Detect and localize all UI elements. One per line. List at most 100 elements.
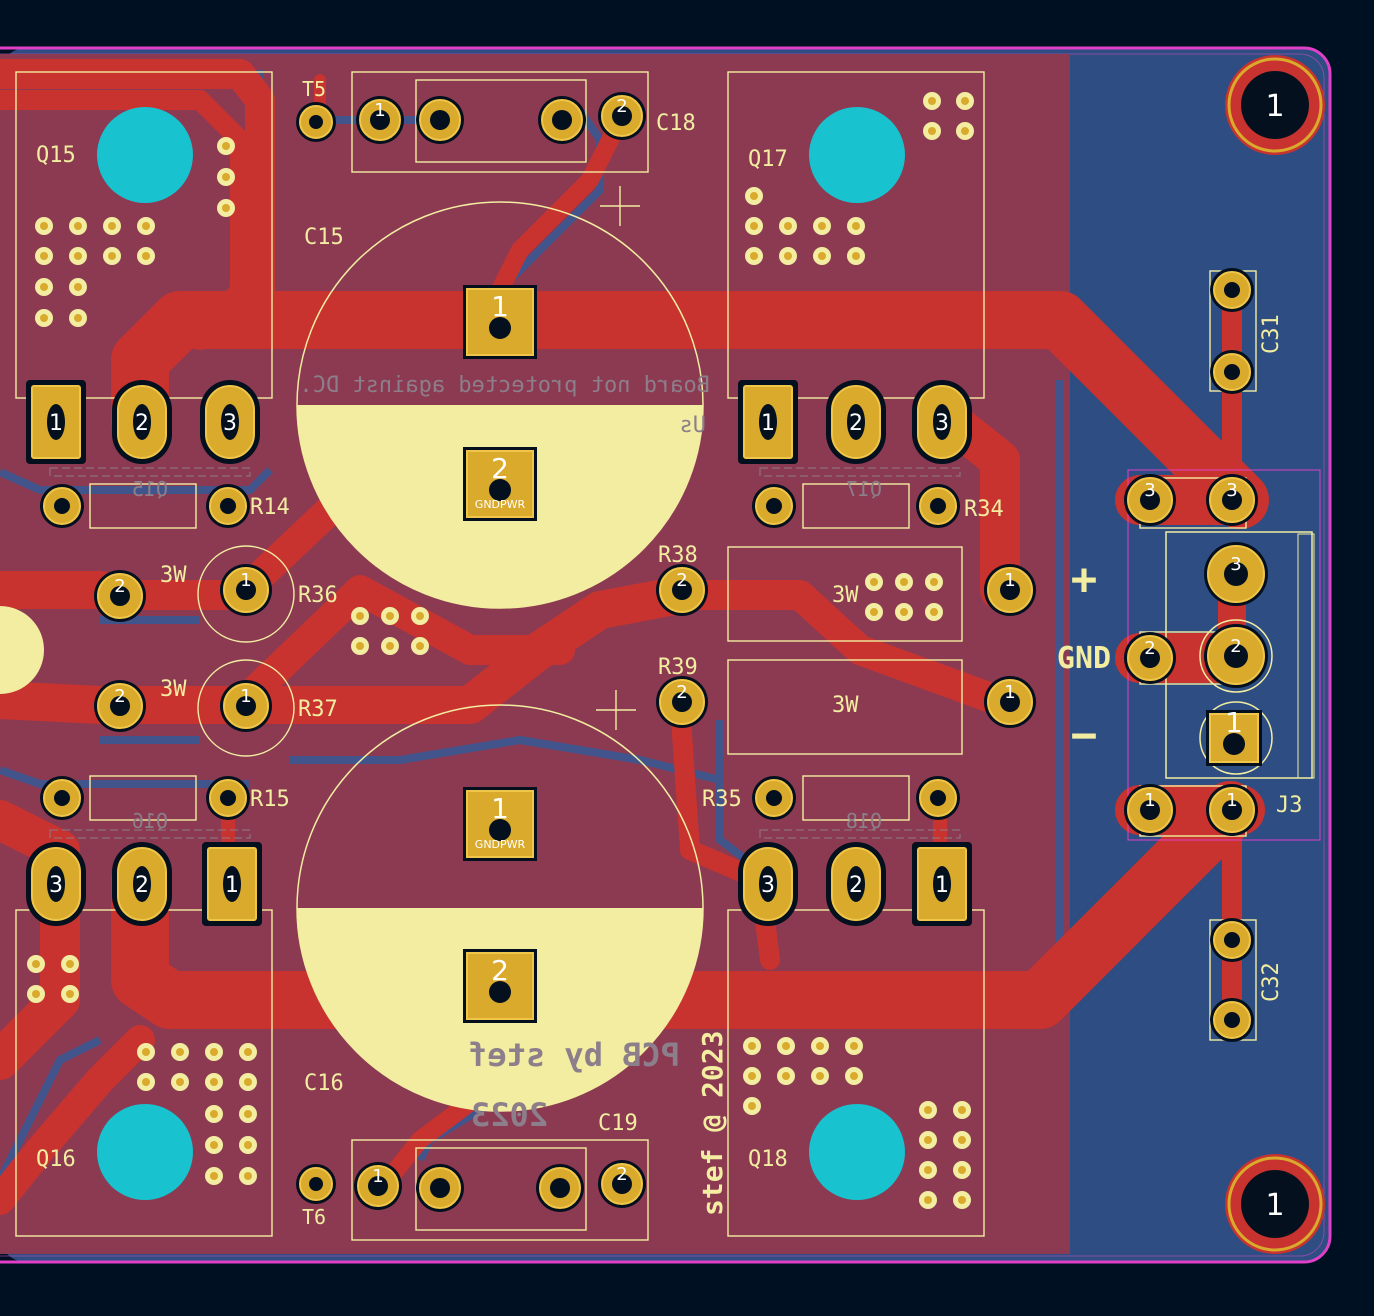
c18-pad-2: 2 [598, 92, 646, 140]
silkscreen-refs: Q15 Q17 Q16 Q18 T5 T6 C18 C19 C15 C16 R1… [36, 77, 1303, 1229]
svg-text:2: 2 [849, 873, 863, 898]
ref-q16: Q16 [36, 1147, 76, 1172]
svg-text:2: 2 [616, 1164, 627, 1185]
r38-pad-2: 2 [656, 564, 708, 616]
pin-strip-a-1: 1 [1124, 784, 1176, 836]
q17-pad-1: 1 [738, 380, 798, 464]
c19-pad-1: 1 [354, 1162, 402, 1210]
ref-q15: Q15 [36, 143, 76, 168]
svg-text:3: 3 [1230, 554, 1241, 575]
ref-r36: R36 [298, 583, 338, 608]
c18-pad-1: 1 [356, 96, 404, 144]
r39-pad-1: 1 [984, 676, 1036, 728]
back-pcb-by-text: PCB by stef [468, 1036, 680, 1074]
via-arrays [27, 92, 974, 1209]
svg-text:1: 1 [1144, 790, 1155, 811]
c18-pad-b [538, 96, 586, 144]
ref-q17: Q17 [748, 147, 788, 172]
q16-pad-2: 2 [112, 842, 172, 926]
resistor-pad-6 [752, 776, 796, 820]
svg-text:1: 1 [240, 686, 251, 707]
ref-c19: C19 [598, 1111, 638, 1136]
q17-pad-2: 2 [826, 380, 886, 464]
svg-text:3: 3 [49, 873, 63, 898]
c32-pad-2 [1210, 998, 1254, 1042]
r36-pad-1: 1 [220, 564, 272, 616]
pin-strip-a-2: 2 [1124, 632, 1176, 684]
svg-text:2: 2 [491, 452, 509, 485]
pin-strip-b-1: 1 [1206, 784, 1258, 836]
svg-text:1: 1 [761, 411, 775, 436]
mount-hole-bottom-label: 1 [1265, 1188, 1284, 1223]
q18-pad-3: 3 [738, 842, 798, 926]
resistor-pad-1 [206, 484, 250, 528]
power-minus-label: − [1071, 710, 1098, 761]
power-gnd-label: GND [1057, 641, 1111, 676]
resistor-pad-4 [752, 484, 796, 528]
heatsink-mount-holes [97, 107, 905, 1200]
r36-pad-2: 2 [94, 570, 146, 622]
q18-pad-2: 2 [826, 842, 886, 926]
ref-c32: C32 [1259, 962, 1284, 1002]
svg-text:3: 3 [935, 411, 949, 436]
back-warning-text: Board not protected against DC. [299, 373, 710, 398]
svg-text:2: 2 [135, 411, 149, 436]
ref-t6: T6 [302, 1205, 326, 1229]
j3-pin-3: 3 [1204, 542, 1268, 606]
svg-text:1: 1 [240, 570, 251, 591]
ref-r37: R37 [298, 697, 338, 722]
board-edge-cuts [0, 46, 1332, 1264]
c19-pad-a [416, 1164, 464, 1212]
q15-pad-3: 3 [200, 380, 260, 464]
t5-pad [296, 102, 336, 142]
svg-text:2: 2 [135, 873, 149, 898]
back-silkscreen-text: Board not protected against DC. Us PCB b… [132, 373, 882, 1134]
svg-text:2: 2 [676, 570, 687, 591]
svg-text:2: 2 [849, 411, 863, 436]
q16-pad-1: 1 [202, 842, 262, 926]
pin-strip-a-3: 3 [1124, 474, 1176, 526]
c19-pad-b [536, 1164, 584, 1212]
ref-c15: C15 [304, 225, 344, 250]
svg-text:2: 2 [1230, 636, 1241, 657]
back-q18: Q18 [846, 809, 882, 833]
back-q16: Q16 [132, 809, 168, 833]
ref-r15: R15 [250, 787, 290, 812]
q18-pad-1: 1 [912, 842, 972, 926]
ref-t5: T5 [302, 77, 326, 101]
svg-text:1: 1 [372, 1166, 383, 1187]
resistor-pad-0 [40, 484, 84, 528]
resistor-pad-5 [916, 484, 960, 528]
r37-pad-2: 2 [94, 680, 146, 732]
j3-pin-2: 2 [1204, 624, 1268, 688]
svg-text:GNDPWR: GNDPWR [475, 838, 526, 851]
svg-text:2: 2 [676, 682, 687, 703]
back-year-text: 2023 [471, 1096, 548, 1134]
c16-pad-2: 2 [463, 949, 537, 1023]
value-r37: 3W [160, 677, 187, 702]
c31-pad-1 [1210, 268, 1254, 312]
q16-pad-3: 3 [26, 842, 86, 926]
ref-c16: C16 [304, 1071, 344, 1096]
svg-text:1: 1 [1004, 570, 1015, 591]
value-r36: 3W [160, 563, 187, 588]
ref-c18: C18 [656, 111, 696, 136]
mounting-holes: 1 1 [1225, 55, 1325, 1254]
c31-pad-2 [1210, 350, 1254, 394]
signature-text: stef @ 2023 [696, 1031, 729, 1216]
ref-r39: R39 [658, 655, 698, 680]
svg-text:1: 1 [49, 411, 63, 436]
svg-text:GNDPWR: GNDPWR [475, 498, 526, 511]
ref-r38: R38 [658, 543, 698, 568]
r38-pad-1: 1 [984, 564, 1036, 616]
svg-text:3: 3 [223, 411, 237, 436]
svg-text:3: 3 [1144, 480, 1155, 501]
r37-pad-1: 1 [220, 680, 272, 732]
back-us-text: Us [680, 413, 707, 438]
q15-pad-2: 2 [112, 380, 172, 464]
ref-c31: C31 [1259, 314, 1284, 354]
svg-text:2: 2 [616, 96, 627, 117]
